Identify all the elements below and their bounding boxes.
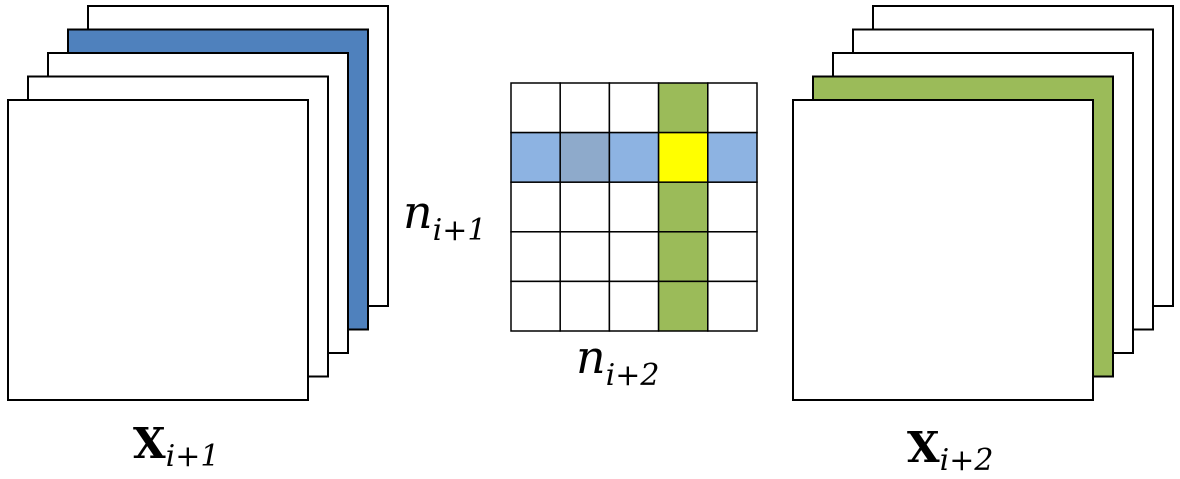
right-stack-label: Xi+2 xyxy=(907,423,993,478)
grid-cell-r3-c2 xyxy=(559,181,611,233)
grid-cell-r5-c1 xyxy=(510,280,561,332)
grid-cell-r4-c3 xyxy=(608,231,660,283)
grid-row-dimension-label: ni+1 xyxy=(403,185,486,248)
grid-cell-r1-c2 xyxy=(559,82,611,134)
left-stack-label: Xi+1 xyxy=(133,419,219,474)
grid-cell-r1-c4 xyxy=(657,82,709,134)
grid-cell-r4-c5 xyxy=(707,231,758,283)
left-stack-layer-1 xyxy=(7,99,309,401)
grid-cell-r2-c3 xyxy=(608,131,660,183)
grid-cell-r2-c4 xyxy=(657,131,709,183)
grid-cell-r2-c5 xyxy=(707,131,758,183)
grid-col-dimension-label: ni+2 xyxy=(576,330,659,393)
grid-cell-r3-c4 xyxy=(657,181,709,233)
grid-cell-r5-c4 xyxy=(657,280,709,332)
grid-cell-r3-c3 xyxy=(608,181,660,233)
left-feature-map-stack xyxy=(7,5,389,401)
grid-cell-r4-c1 xyxy=(510,231,561,283)
grid-cell-r3-c1 xyxy=(510,181,561,233)
grid-cell-r2-c1 xyxy=(510,131,561,183)
grid-cell-r1-c3 xyxy=(608,82,660,134)
grid-cell-r1-c5 xyxy=(707,82,758,134)
grid-cell-r4-c4 xyxy=(657,231,709,283)
grid-cell-r5-c3 xyxy=(608,280,660,332)
right-stack-layer-1 xyxy=(792,99,1094,401)
grid-cell-r3-c5 xyxy=(707,181,758,233)
grid-cell-r5-c2 xyxy=(559,280,611,332)
weight-matrix-grid xyxy=(510,82,758,332)
grid-cell-r4-c2 xyxy=(559,231,611,283)
grid-cell-r2-c2 xyxy=(559,131,611,183)
grid-cell-r1-c1 xyxy=(510,82,561,134)
grid-cell-r5-c5 xyxy=(707,280,758,332)
right-feature-map-stack xyxy=(792,5,1174,401)
